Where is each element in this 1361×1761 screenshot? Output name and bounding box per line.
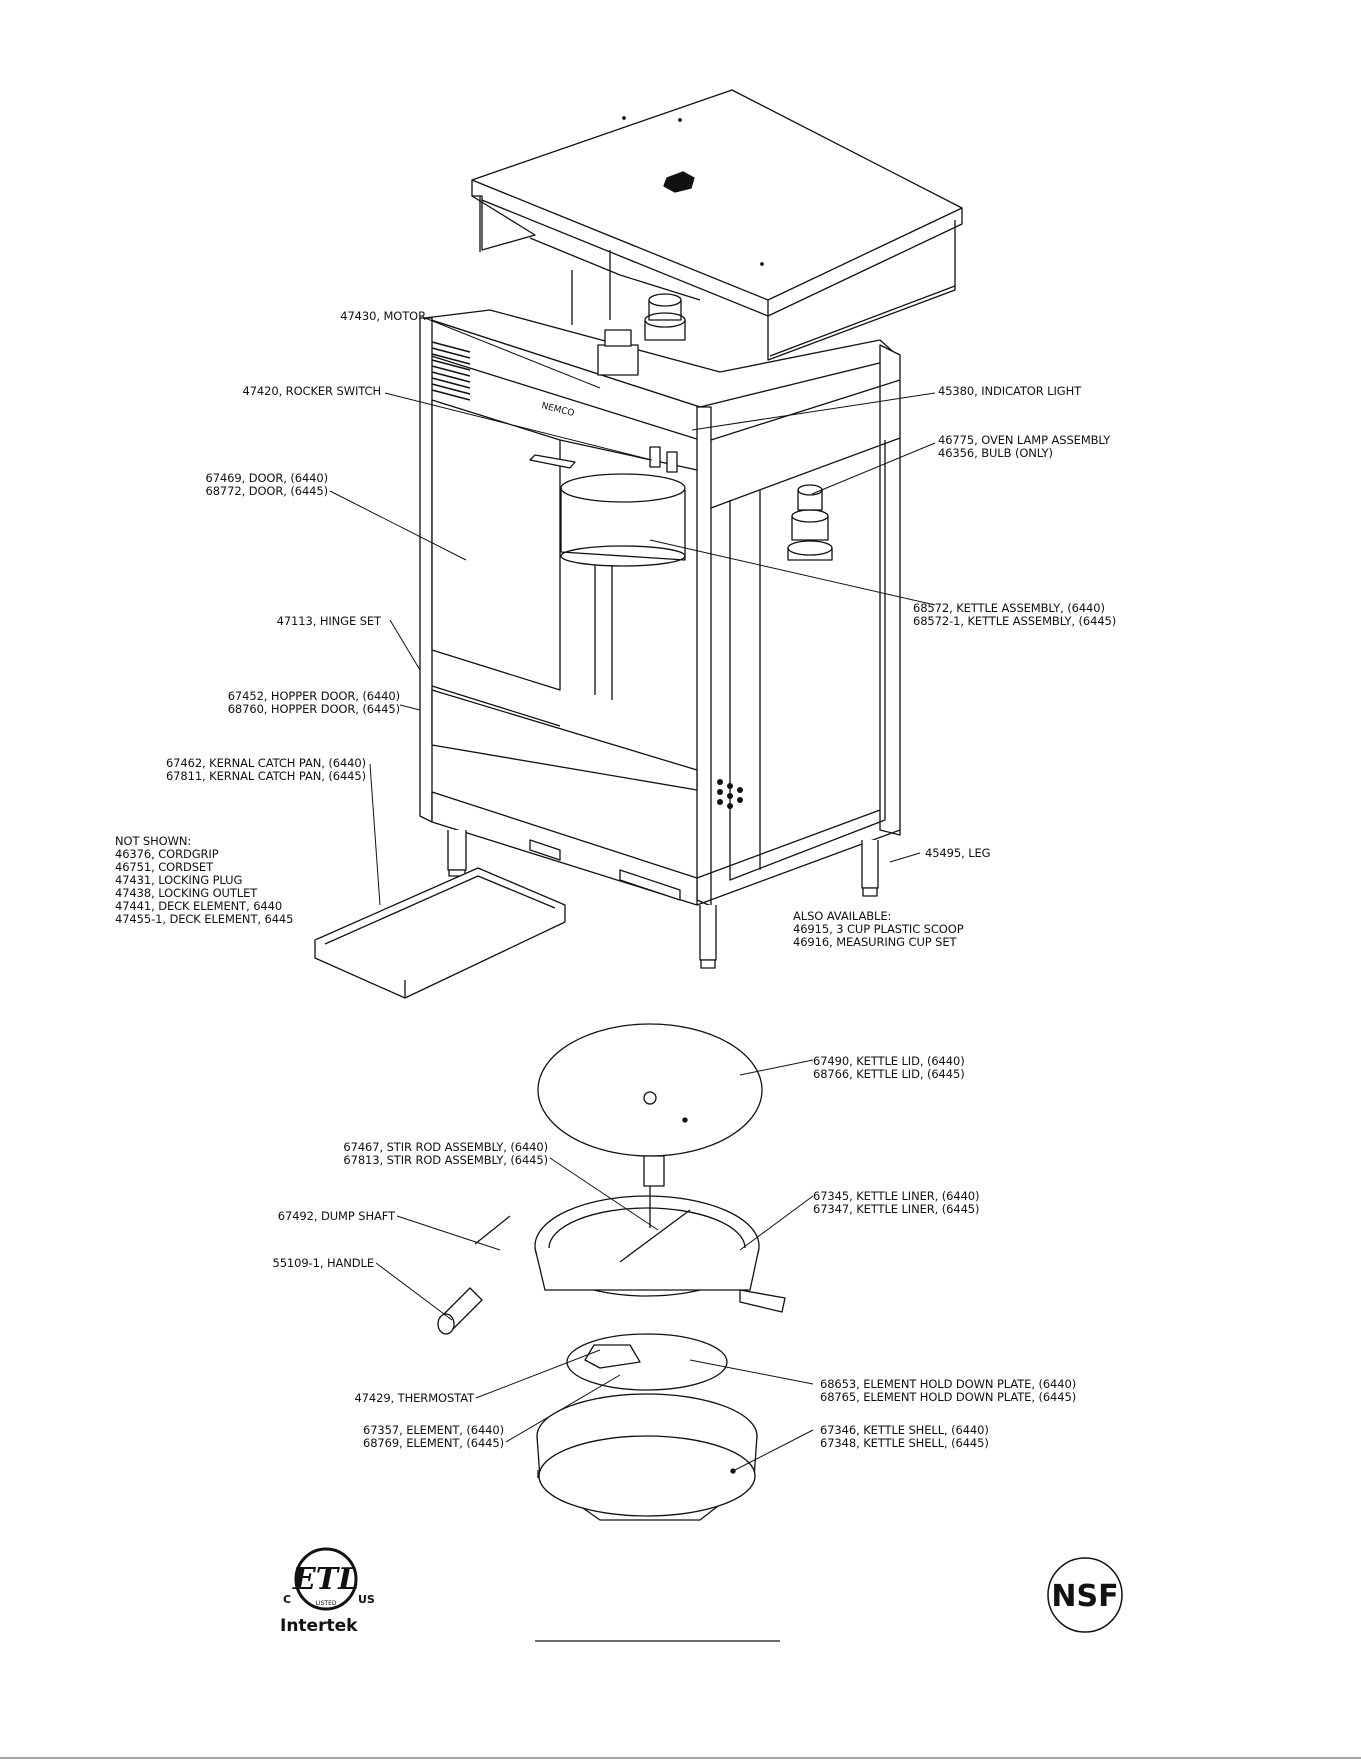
not-shown-list: NOT SHOWN: 46376, CORDGRIP 46751, CORDSE… bbox=[115, 834, 294, 926]
label-element: 67357, ELEMENT, (6440)68769, ELEMENT, (6… bbox=[363, 1423, 504, 1450]
legs bbox=[447, 830, 879, 969]
label-hold-down-plate: 68653, ELEMENT HOLD DOWN PLATE, (6440)68… bbox=[820, 1377, 1077, 1404]
kettle-exploded bbox=[437, 1023, 786, 1521]
etl-logo: ETL C US LISTED bbox=[278, 1543, 378, 1638]
label-indicator-light: 45380, INDICATOR LIGHT bbox=[938, 384, 1082, 398]
etl-us: US bbox=[358, 1593, 375, 1606]
label-hinge-set: 47113, HINGE SET bbox=[276, 614, 381, 628]
label-thermostat: 47429, THERMOSTAT bbox=[354, 1391, 474, 1405]
nsf-logo: NSF bbox=[1045, 1555, 1125, 1635]
intertek-wordmark: Intertek bbox=[280, 1616, 358, 1636]
also-available-list: ALSO AVAILABLE: 46915, 3 CUP PLASTIC SCO… bbox=[793, 909, 964, 949]
label-kettle-liner: 67345, KETTLE LINER, (6440)67347, KETTLE… bbox=[813, 1189, 980, 1216]
leader-lines bbox=[329, 317, 936, 1471]
etl-listed: LISTED bbox=[316, 1600, 337, 1607]
label-kettle-lid: 67490, KETTLE LID, (6440)68766, KETTLE L… bbox=[813, 1054, 965, 1081]
cabinet-brand: NEMCO bbox=[540, 401, 575, 419]
etl-mark: ETL bbox=[292, 1562, 359, 1597]
hood bbox=[471, 89, 963, 361]
cabinet bbox=[419, 250, 901, 907]
label-door: 67469, DOOR, (6440)68772, DOOR, (6445) bbox=[205, 471, 329, 498]
etl-c: C bbox=[283, 1593, 291, 1606]
label-kettle-assembly: 68572, KETTLE ASSEMBLY, (6440)68572-1, K… bbox=[913, 601, 1117, 628]
label-hopper-door: 67452, HOPPER DOOR, (6440)68760, HOPPER … bbox=[227, 689, 400, 716]
label-handle: 55109-1, HANDLE bbox=[272, 1256, 374, 1270]
label-rocker-switch: 47420, ROCKER SWITCH bbox=[242, 384, 381, 398]
label-motor: 47430, MOTOR bbox=[340, 309, 426, 323]
kernal-catch-pan bbox=[314, 867, 566, 999]
label-stir-rod: 67467, STIR ROD ASSEMBLY, (6440)67813, S… bbox=[343, 1140, 548, 1167]
label-dump-shaft: 67492, DUMP SHAFT bbox=[277, 1209, 395, 1223]
label-leg: 45495, LEG bbox=[925, 846, 991, 860]
label-catch-pan: 67462, KERNAL CATCH PAN, (6440)67811, KE… bbox=[165, 756, 366, 783]
nsf-mark: NSF bbox=[1051, 1579, 1118, 1614]
label-kettle-shell: 67346, KETTLE SHELL, (6440)67348, KETTLE… bbox=[820, 1423, 989, 1450]
